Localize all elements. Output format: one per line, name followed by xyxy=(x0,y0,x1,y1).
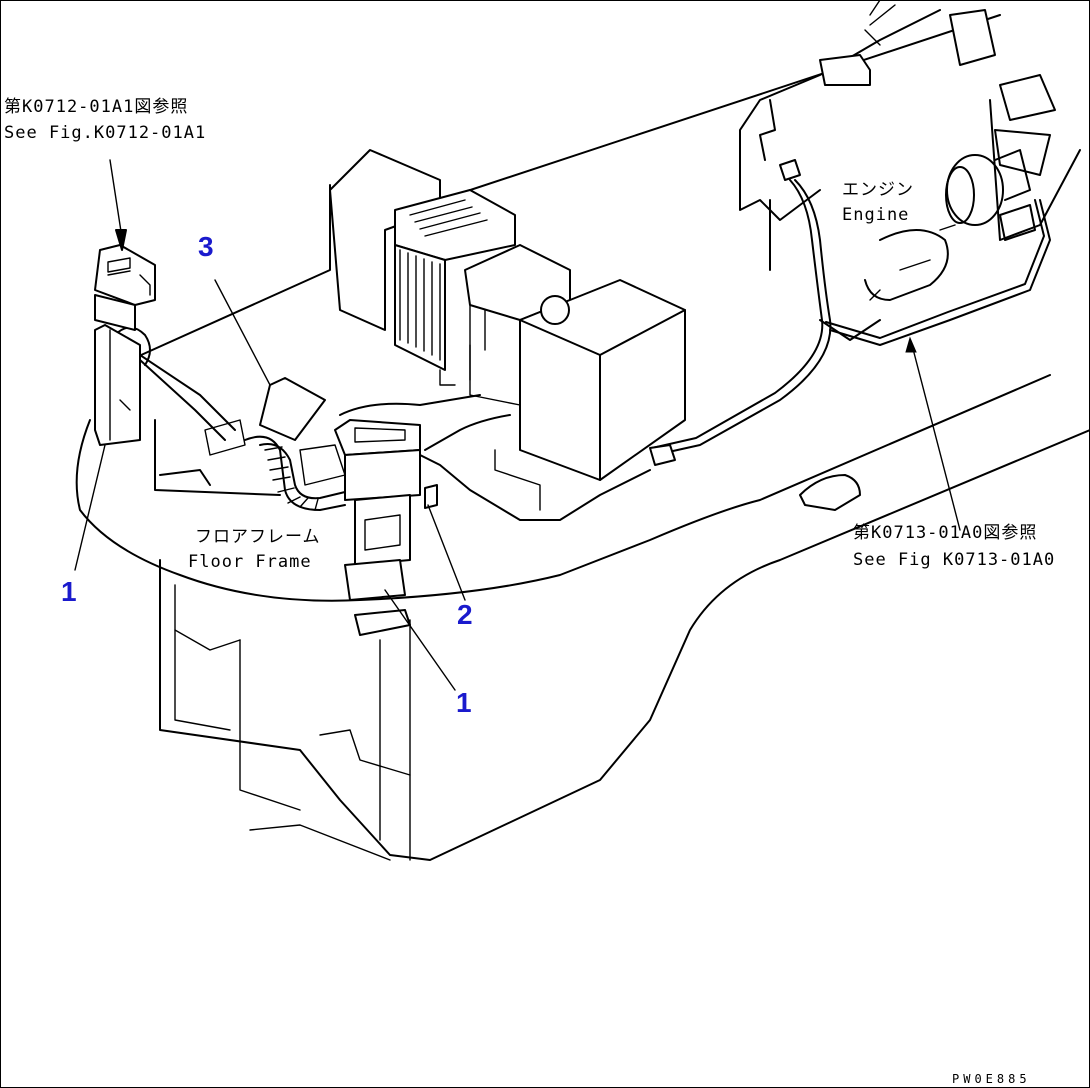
engine-label-en: Engine xyxy=(842,205,910,225)
engine-label-jp: エンジン xyxy=(842,180,914,200)
ref-right-jp: 第K0713-01A0図参照 xyxy=(853,523,1038,543)
callout-2: 2 xyxy=(457,599,473,630)
left-duct-assembly xyxy=(94,244,156,446)
ref-top-left-jp: 第K0712-01A1図参照 xyxy=(4,97,189,117)
floor-frame-label-jp: フロアフレーム xyxy=(195,527,321,547)
drawing-code: PW0E885 xyxy=(952,1072,1031,1086)
floor-frame-outline xyxy=(75,14,1090,861)
radiator-unit xyxy=(329,149,686,481)
callout-1-left: 1 xyxy=(61,576,77,607)
duct-hoses xyxy=(114,326,651,521)
bracket xyxy=(799,474,861,511)
callout-1-center: 1 xyxy=(456,687,472,718)
callout-3: 3 xyxy=(198,231,214,262)
engine-harness xyxy=(649,159,1051,466)
heater-unit xyxy=(334,419,438,636)
floor-frame-label-en: Floor Frame xyxy=(188,552,312,572)
leader-lines xyxy=(74,159,961,691)
ref-top-left-en: See Fig.K0712-01A1 xyxy=(4,123,207,143)
engine-block xyxy=(739,0,1081,341)
ref-right-en: See Fig K0713-01A0 xyxy=(853,550,1056,570)
